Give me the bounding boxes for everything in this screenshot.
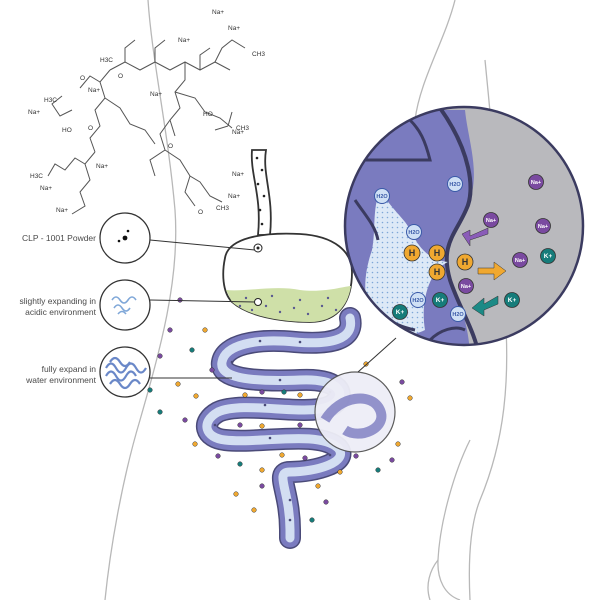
mol-label: Na+	[232, 171, 244, 178]
mol-label: Na+	[40, 185, 52, 192]
potassium-label: K+	[436, 297, 445, 304]
potassium-ions: K+ K+ K+ K+	[392, 248, 556, 320]
molecule-structure	[47, 39, 246, 215]
mol-label: HO	[62, 127, 72, 134]
mol-label: Na+	[228, 193, 240, 200]
stomach	[222, 232, 353, 323]
water-label: H2O	[376, 194, 388, 200]
mol-label: Na+	[96, 163, 108, 170]
callout-water	[99, 346, 151, 398]
mol-label: Na+	[212, 9, 224, 16]
mol-label: Na+	[178, 37, 190, 44]
mol-label: O	[88, 125, 93, 132]
hydrogen-label: H	[409, 248, 416, 258]
mol-label: CH3	[216, 205, 229, 212]
mol-label: O	[168, 143, 173, 150]
callout-connectors	[149, 239, 397, 379]
callout-powder	[99, 212, 151, 264]
esophagus	[250, 149, 272, 236]
mol-label: H3C	[30, 173, 43, 180]
sodium-ions: Na+ Na+ Na+ Na+ Na+	[458, 174, 551, 294]
cell-magnifier: H2O H2O H2O H2O H2O H H H H Na+ Na+ Na+ …	[343, 105, 585, 347]
mol-label: Na+	[88, 87, 100, 94]
water-label: H2O	[408, 230, 420, 236]
mol-label: H3C	[100, 57, 113, 64]
mol-label: Na+	[28, 109, 40, 116]
mol-label: Na+	[232, 129, 244, 136]
sodium-label: Na+	[538, 224, 548, 230]
hydrogen-label: H	[462, 257, 469, 267]
water-label: H2O	[452, 312, 464, 318]
intestine	[196, 307, 396, 549]
mol-label: O	[80, 75, 85, 82]
purple-arrow-icon	[461, 227, 489, 247]
particle-cloud	[147, 297, 413, 523]
mol-label: Na+	[56, 207, 68, 214]
potassium-label: K+	[396, 309, 405, 316]
potassium-label: K+	[544, 253, 553, 260]
water-label: H2O	[412, 298, 424, 304]
mol-label: O	[198, 209, 203, 216]
mol-label: O	[118, 73, 123, 80]
powder-label: CLP - 1001 Powder	[21, 233, 96, 243]
water-molecules: H2O H2O H2O H2O H2O	[374, 176, 466, 322]
water-label: H2O	[449, 182, 461, 188]
acidic-label: slightly expanding in acidic environment	[19, 296, 96, 317]
mol-label: Na+	[228, 25, 240, 32]
mol-label: Na+	[150, 91, 162, 98]
molecule-labels: Na+ Na+ Na+ Na+ Na+ Na+ Na+ Na+ Na+ Na+ …	[28, 9, 265, 216]
sodium-label: Na+	[515, 258, 525, 264]
hydrogen-label: H	[434, 248, 441, 258]
orange-arrow-icon	[477, 261, 507, 281]
hydrogen-label: H	[434, 267, 441, 277]
callout-acidic	[99, 279, 151, 331]
hydrogen-ions: H H H H	[403, 244, 474, 281]
sodium-label: Na+	[486, 218, 496, 224]
mol-label: HO	[203, 111, 213, 118]
water-environment-label: fully expand in water environment	[26, 364, 96, 385]
mol-label: CH3	[236, 125, 249, 132]
teal-arrow-icon	[471, 295, 499, 317]
potassium-label: K+	[508, 297, 517, 304]
sodium-label: Na+	[461, 284, 471, 290]
sodium-label: Na+	[531, 180, 541, 186]
mol-label: H3C	[44, 97, 57, 104]
mol-label: CH3	[252, 51, 265, 58]
